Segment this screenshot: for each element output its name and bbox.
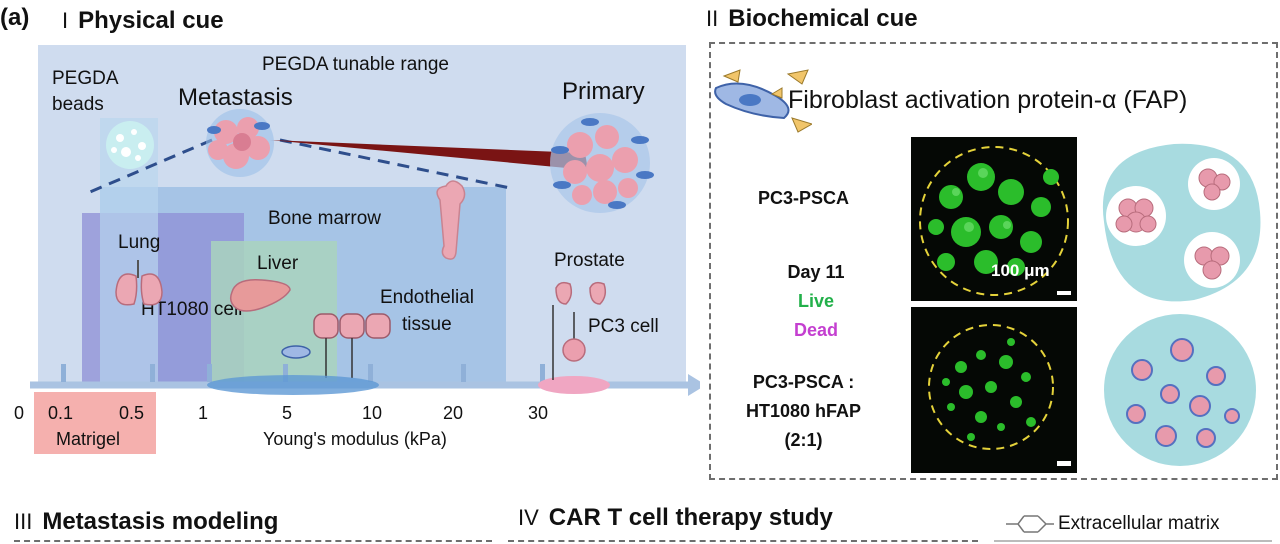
prostate-icon: [552, 281, 607, 380]
tick-0-5: 0.5: [119, 403, 145, 423]
ecm-legend-divider: [994, 540, 1272, 542]
endothelial-label: Endothelial tissue: [380, 284, 474, 338]
gel-disk-blue: [207, 375, 379, 395]
endothelial-cells-icon: [313, 313, 391, 378]
row2-line1: PC3-PSCA :: [752, 372, 855, 392]
prostate-label: Prostate: [554, 250, 625, 271]
microscopy-2-graphics: [928, 324, 1071, 466]
microscopy-image-2: [911, 307, 1077, 473]
spheroid-illustration-1: [1102, 143, 1261, 302]
dead-label: Dead: [793, 320, 838, 340]
tick-5: 5: [282, 403, 293, 423]
section-physical-title: I Physical cue: [62, 7, 224, 35]
bone-icon: [436, 180, 466, 260]
lung-label: Lung: [118, 232, 161, 253]
cart-study-text: CAR T cell therapy study: [548, 504, 833, 531]
cart-panel-frame: [508, 540, 978, 542]
tick-1: 1: [198, 403, 209, 423]
biochemical-panel-frame: [709, 42, 1278, 480]
microscopy-image-1: 100 μm: [911, 137, 1077, 301]
fap-label: Fibroblast activation protein-α (FAP): [788, 86, 1188, 114]
panel-letter: (a): [0, 4, 30, 31]
pc3-cell-icon: [562, 338, 586, 362]
axis-label: Young's modulus (kPa): [263, 429, 447, 449]
endothelial-line2: tissue: [402, 314, 452, 335]
roman-numeral: IV: [518, 505, 539, 530]
pc3-label: PC3 cell: [588, 316, 659, 337]
primary-tumor-icon: [550, 113, 654, 213]
section-biochemical-title: II Biochemical cue: [706, 5, 918, 33]
axis-ticks: [61, 364, 545, 382]
biochemical-title-text: Biochemical cue: [728, 5, 918, 32]
metastasis-modeling-text: Metastasis modeling: [42, 508, 279, 535]
liver-icon: [229, 279, 291, 312]
pegda-beads-label: PEGDA beads: [52, 66, 119, 118]
ht1080-label: HT1080 cell: [141, 299, 243, 320]
microscopy-1-graphics: [919, 146, 1071, 296]
gel-disk-pink: [538, 376, 610, 394]
physical-title-text: Physical cue: [78, 7, 224, 34]
live-label: Live: [797, 291, 835, 311]
panel-label: (a): [0, 4, 29, 32]
migration-path: [270, 140, 588, 170]
day-label: Day 11: [787, 262, 845, 282]
lung-icon: [115, 260, 163, 306]
row2-label: PC3-PSCA : HT1080 hFAP (2:1): [746, 368, 861, 455]
row2-line3: (2:1): [784, 430, 823, 450]
matrigel-label: Matrigel: [56, 429, 121, 449]
tick-30: 30: [528, 403, 549, 423]
fibroblast-icon: [714, 69, 812, 133]
pegda-beads-icon: [106, 121, 154, 169]
tick-20: 20: [443, 403, 464, 423]
pegda-beads-line1: PEGDA: [52, 68, 119, 89]
tick-0-1: 0.1: [48, 403, 74, 423]
metastasis-label: Metastasis: [178, 84, 293, 111]
pegda-beads-line2: beads: [52, 94, 104, 115]
ht1080-cell-icon: [281, 345, 311, 359]
axis-arrowhead: [688, 374, 700, 396]
liver-region: [211, 241, 337, 383]
row1-label: PC3-PSCA: [758, 188, 850, 208]
staining-legend: Day 11 Live Dead: [776, 258, 856, 345]
matrigel-box: [34, 392, 156, 454]
tick-10: 10: [362, 403, 383, 423]
section-cart-study: IV CAR T cell therapy study: [518, 504, 833, 532]
roman-numeral: I: [62, 8, 69, 33]
roman-numeral: II: [706, 6, 719, 31]
metastasis-panel-frame: [14, 540, 492, 542]
ecm-icon: [1006, 515, 1054, 533]
tunable-range-label: PEGDA tunable range: [262, 54, 449, 75]
bone-marrow-label: Bone marrow: [268, 208, 381, 229]
section-metastasis-modeling: III Metastasis modeling: [14, 508, 278, 536]
spheroid-illustration-2: [1104, 314, 1256, 466]
ecm-legend-label: Extracellular matrix: [1058, 513, 1220, 534]
roman-numeral: III: [14, 509, 33, 534]
zoom-dash-left: [89, 138, 213, 194]
liver-label: Liver: [257, 253, 299, 274]
metastasis-cluster-icon: [206, 109, 274, 177]
endothelial-line1: Endothelial: [380, 287, 475, 308]
physical-graphics: [30, 109, 700, 454]
primary-label: Primary: [562, 78, 645, 105]
row2-line2: HT1080 hFAP: [746, 401, 862, 421]
tick-0: 0: [14, 403, 25, 423]
scale-bar-label: 100 μm: [991, 261, 1050, 280]
